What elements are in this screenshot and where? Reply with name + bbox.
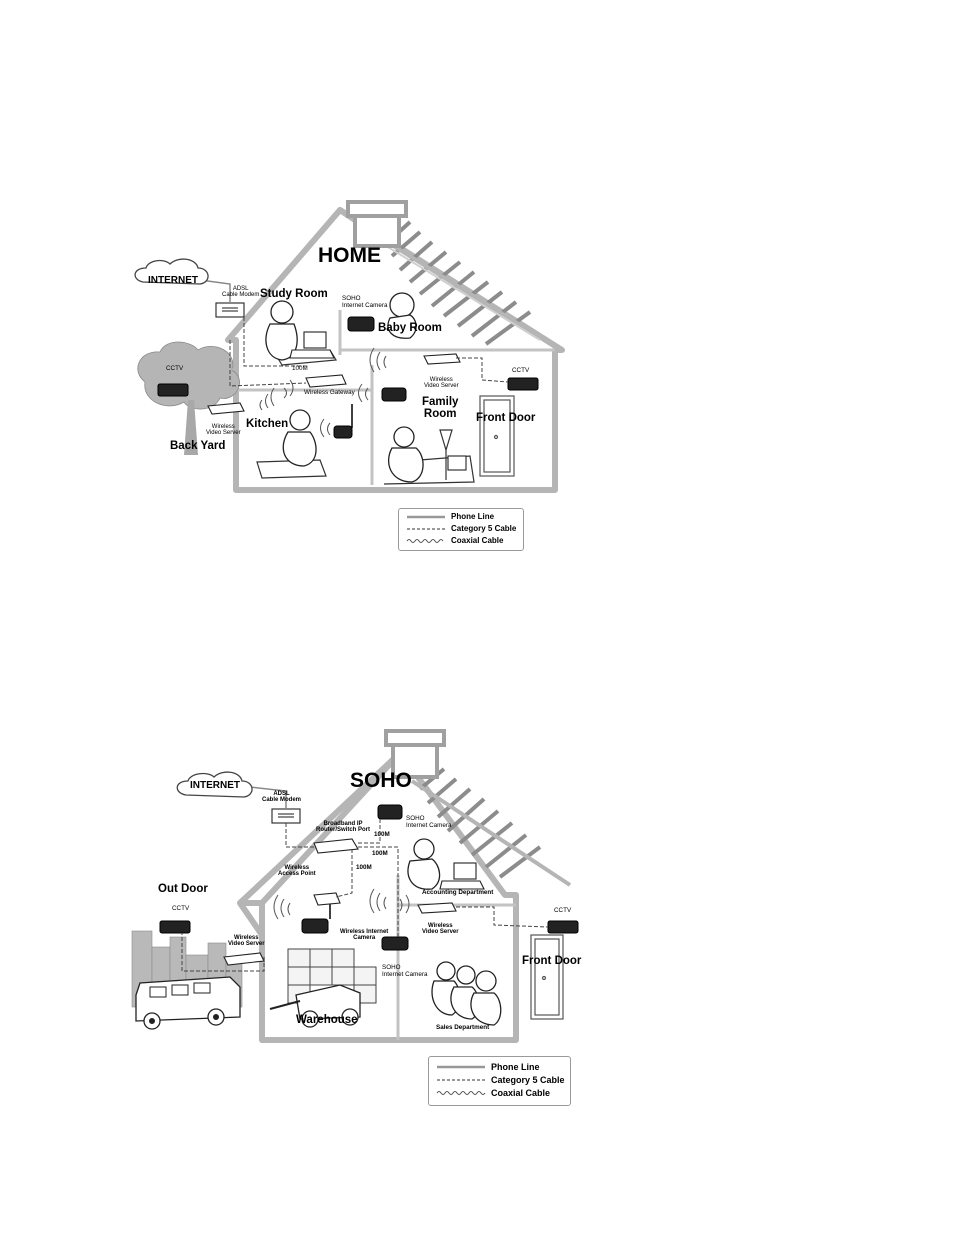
soho-coaxial-cable-swatch [436, 1090, 486, 1095]
home-diagram: HOME INTERNET ADSL Cable Modem Study Roo… [0, 190, 954, 560]
router-label: Broadband IP Router/Switch Port [316, 821, 371, 834]
link-100m-c-label: 100M [356, 864, 372, 871]
cctv-right-label: CCTV [512, 367, 530, 374]
phone-line-swatch [407, 515, 445, 518]
coaxial-cable-swatch [406, 538, 444, 543]
cctv-left-label: CCTV [166, 365, 184, 372]
soho-legend-coaxial-cable: Coaxial Cable [436, 1087, 550, 1098]
family-room-label: Family Room [422, 396, 459, 421]
link-100m-label: 100M [292, 365, 308, 372]
legend-category5-cable: Category 5 Cable [407, 523, 516, 534]
accounting-label: Accounting Department [422, 889, 494, 896]
soho-wvs-right-label: Wireless Video Server [422, 923, 459, 936]
soho-camera-top-label: SOHO Internet Camera [406, 815, 452, 829]
soho-category5-cable-swatch [437, 1079, 485, 1080]
soho-adsl-modem-label: ADSL Cable Modem [262, 791, 302, 804]
back-yard-label: Back Yard [170, 440, 226, 452]
wireless-video-server-right-label: Wireless Video Server [424, 377, 459, 390]
legend-phone-line: Phone Line [407, 511, 494, 522]
warehouse-label: Warehouse [296, 1014, 358, 1026]
outdoor-label: Out Door [158, 883, 208, 895]
wireless-video-server-left-label: Wireless Video Server [206, 424, 241, 437]
soho-legend-phone-line: Phone Line [437, 1061, 540, 1072]
soho-house-illustration [131, 729, 579, 1043]
access-point-label: Wireless Access Point [278, 865, 316, 878]
soho-title: SOHO [350, 769, 412, 792]
soho-camera-label: SOHO Internet Camera [342, 295, 388, 309]
soho-legend: Phone Line Category 5 Cable Coaxial Cabl… [428, 1056, 571, 1106]
wireless-gateway-label: Wireless Gateway [304, 389, 355, 396]
link-100m-a-label: 100M [374, 831, 390, 838]
soho-camera-bottom-label: SOHO Internet Camera [382, 964, 428, 978]
home-legend: Phone Line Category 5 Cable Coaxial Cabl… [398, 508, 524, 551]
soho-diagram: SOHO INTERNET ADSL Cable Modem Broadband… [0, 725, 954, 1115]
internet-cloud-label: INTERNET [148, 275, 198, 286]
soho-front-door-label: Front Door [522, 955, 582, 967]
soho-cctv-right-label: CCTV [554, 907, 572, 914]
baby-room-label: Baby Room [378, 322, 442, 334]
study-room-label: Study Room [260, 288, 328, 300]
soho-wvs-left-label: Wireless Video Server [228, 935, 265, 948]
soho-cctv-left-label: CCTV [172, 905, 190, 912]
soho-phone-line-swatch [437, 1065, 485, 1068]
sales-department-label: Sales Department [436, 1024, 490, 1031]
legend-coaxial-cable: Coaxial Cable [406, 535, 503, 546]
home-title: HOME [318, 244, 381, 267]
adsl-modem-label: ADSL Cable Modem [222, 286, 260, 299]
soho-legend-category5-cable: Category 5 Cable [437, 1074, 565, 1085]
category5-cable-swatch [407, 528, 445, 529]
wireless-internet-camera-label: Wireless Internet Camera [340, 929, 389, 942]
soho-internet-cloud-label: INTERNET [190, 780, 240, 791]
kitchen-label: Kitchen [246, 418, 289, 430]
link-100m-b-label: 100M [372, 850, 388, 857]
home-house-illustration [134, 200, 565, 493]
front-door-label: Front Door [476, 412, 536, 424]
